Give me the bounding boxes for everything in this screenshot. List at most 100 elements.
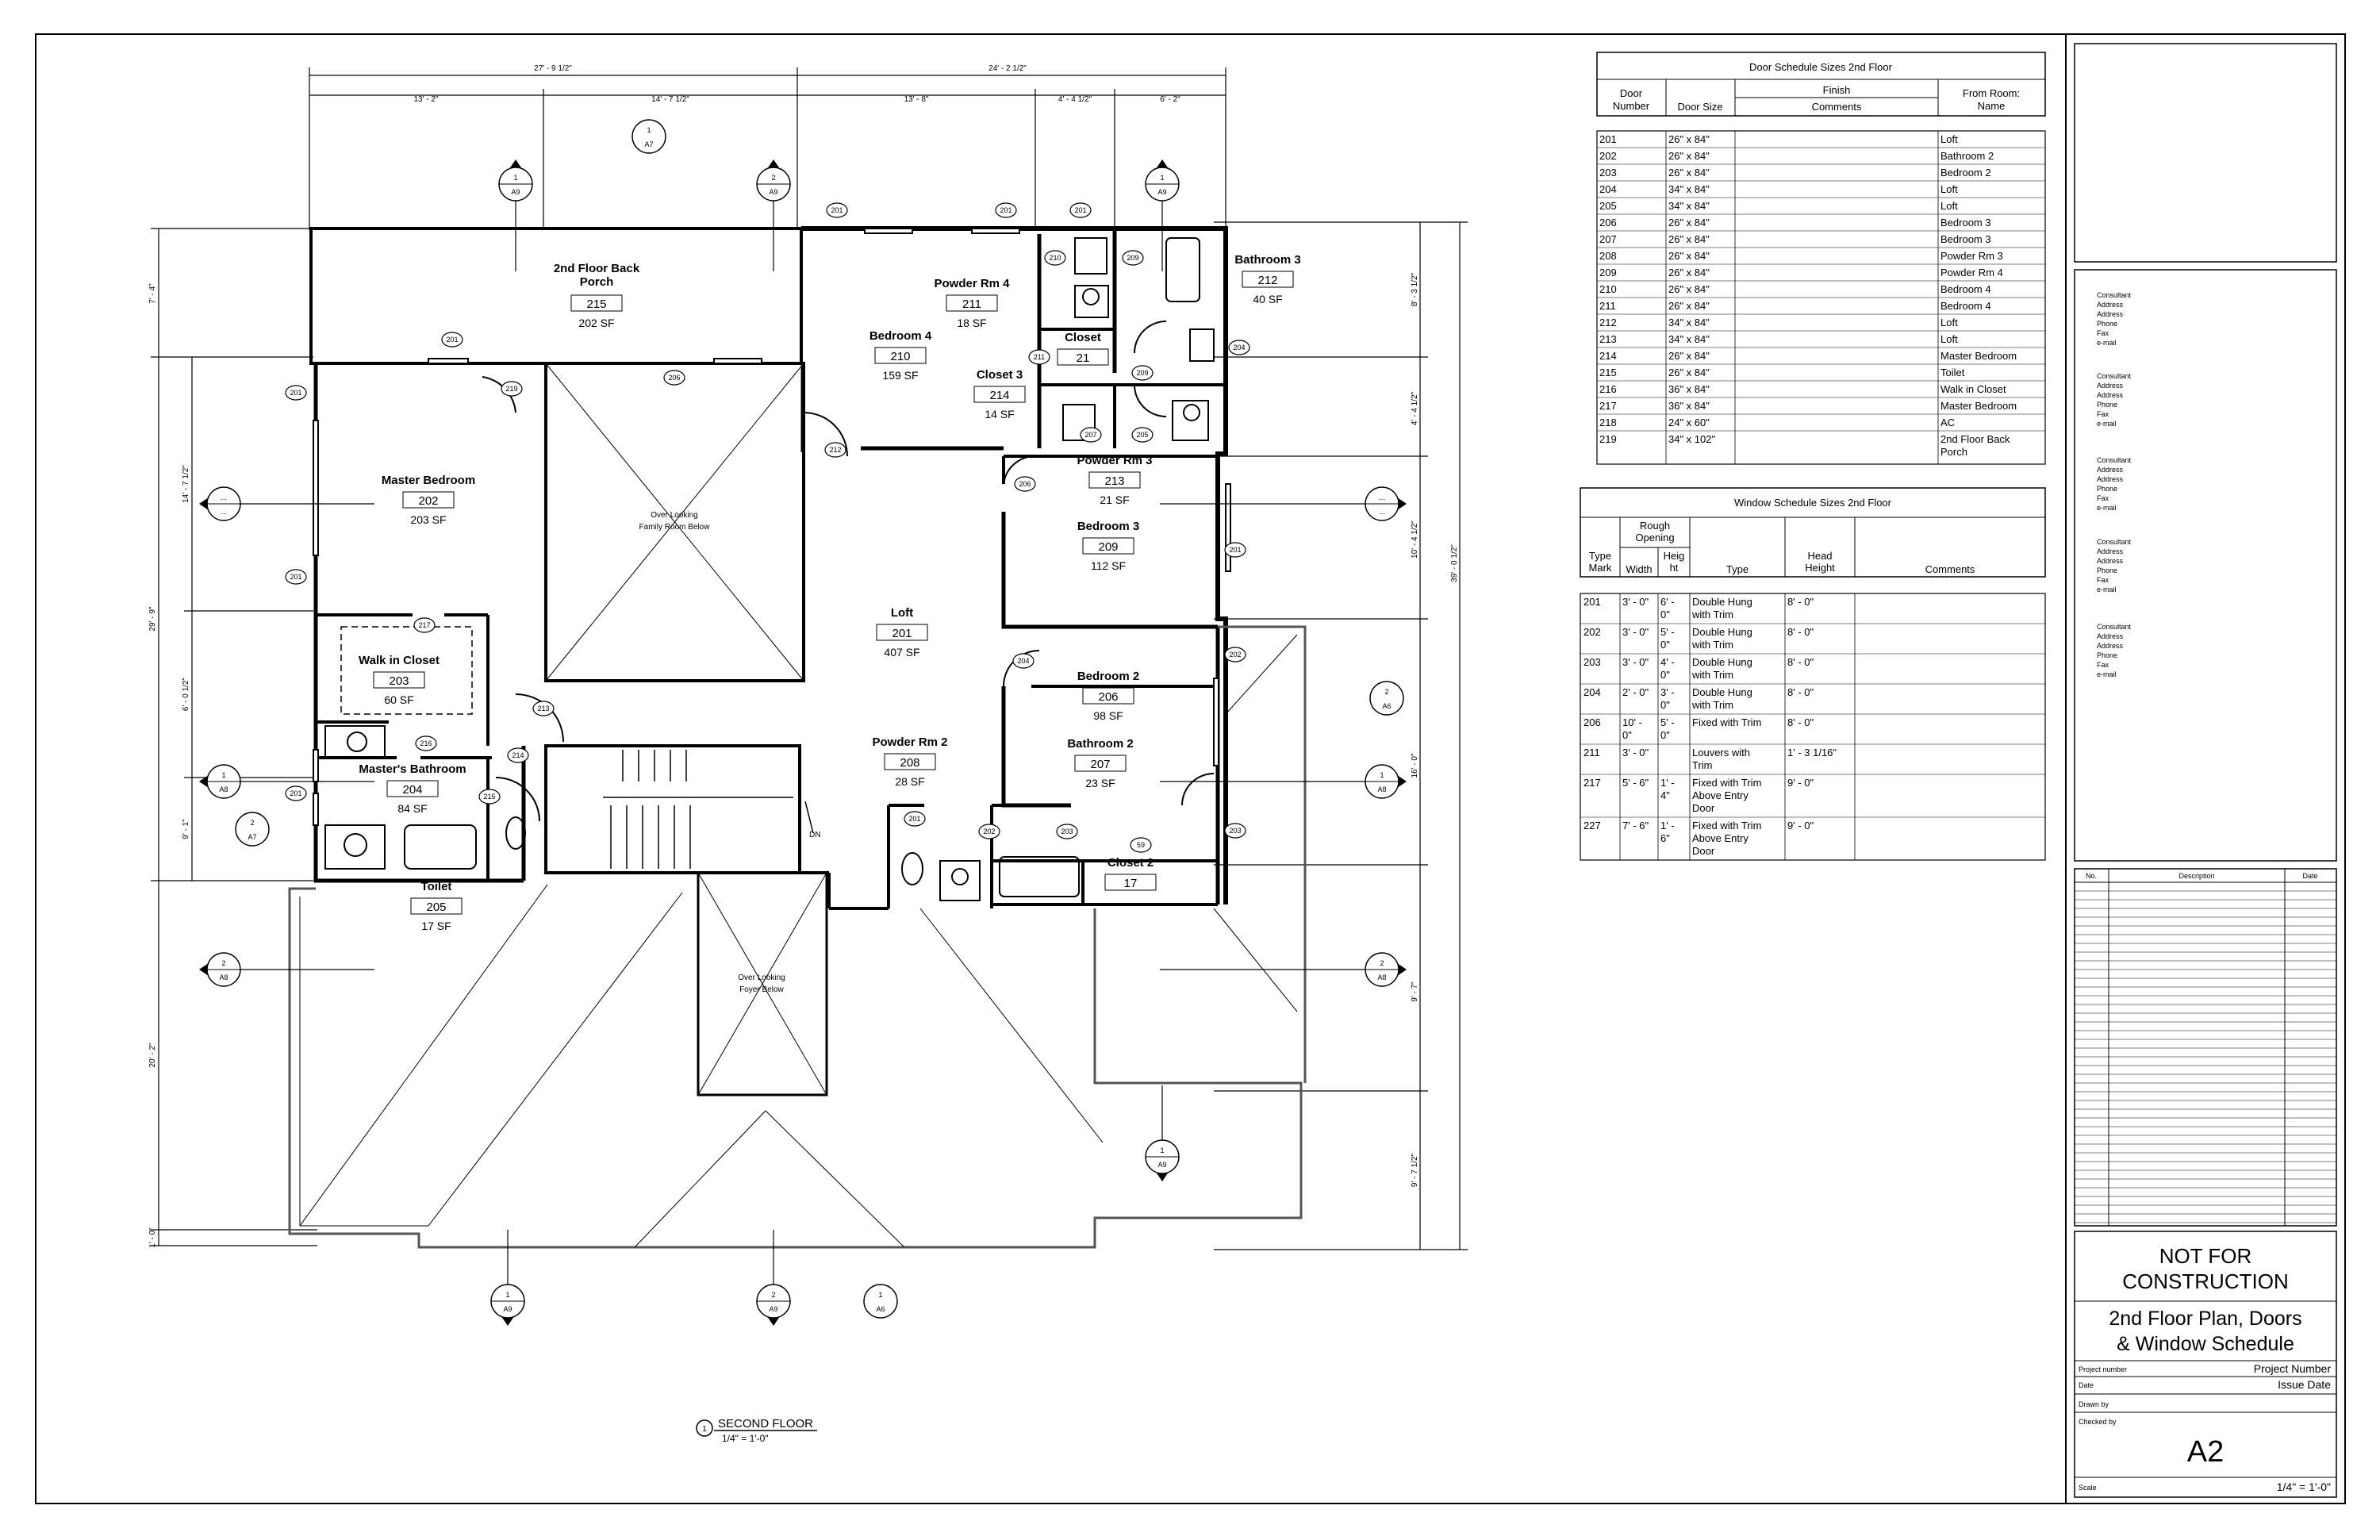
dim-top-1: 27' - 9 1/2": [534, 64, 572, 73]
win-header-type: Type: [1726, 563, 1749, 575]
svg-text:Loft: Loft: [1940, 133, 1958, 145]
svg-text:Loft: Loft: [1940, 200, 1958, 212]
section-marker: 1A6: [863, 1284, 898, 1319]
svg-text:217: 217: [1599, 400, 1617, 412]
tag-201: 201: [1224, 542, 1246, 558]
svg-text:36" x 84": 36" x 84": [1668, 383, 1710, 395]
svg-text:219: 219: [1599, 433, 1617, 445]
svg-text:2: 2: [221, 959, 225, 967]
svg-text:...: ...: [1379, 493, 1385, 501]
svg-text:Consultant: Consultant: [2097, 538, 2132, 546]
svg-text:26" x 84": 26" x 84": [1668, 267, 1710, 278]
svg-text:203: 203: [1061, 828, 1073, 835]
door-header-number-2: Number: [1613, 100, 1650, 112]
tag-209: 209: [1122, 250, 1144, 266]
date-label: Date: [2079, 1381, 2094, 1389]
svg-text:217: 217: [418, 621, 430, 629]
room-number: 205: [426, 901, 446, 914]
svg-text:211: 211: [1599, 300, 1616, 312]
tag-215: 215: [478, 789, 501, 805]
section-marker: 1A9: [1145, 1085, 1180, 1181]
room-area: 84 SF: [397, 802, 427, 815]
room-name: Powder Rm 3: [1077, 454, 1152, 467]
tag-214: 214: [507, 747, 529, 763]
svg-text:203: 203: [1583, 656, 1601, 668]
svg-text:206: 206: [668, 374, 680, 382]
svg-text:201: 201: [831, 206, 843, 214]
tag-211: 211: [1028, 349, 1050, 365]
svg-text:Door: Door: [1692, 845, 1715, 857]
svg-text:217: 217: [1583, 777, 1601, 789]
svg-text:202: 202: [1599, 150, 1617, 162]
svg-text:Trim: Trim: [1692, 759, 1713, 771]
svg-text:...: ...: [1379, 508, 1385, 516]
svg-text:with Trim: with Trim: [1691, 609, 1733, 620]
svg-text:Address: Address: [2097, 382, 2124, 390]
svg-text:2: 2: [250, 819, 254, 827]
room-number: 201: [892, 627, 912, 640]
svg-text:204: 204: [1017, 657, 1029, 665]
section-marker: 1A8: [199, 764, 374, 799]
svg-text:8' - 0": 8' - 0": [1787, 626, 1814, 638]
svg-text:208: 208: [1599, 250, 1617, 262]
svg-text:Fixed with Trim: Fixed with Trim: [1692, 820, 1761, 831]
section-marker: 2A8: [1160, 952, 1407, 987]
svg-text:...: ...: [221, 493, 227, 501]
scale-label: Scale: [2079, 1484, 2097, 1492]
dim-right-4: 39' - 0 1/2": [1450, 544, 1459, 582]
svg-text:209: 209: [1599, 267, 1617, 278]
sheet-title-2: & Window Schedule: [2117, 1333, 2294, 1355]
room-number: 203: [389, 674, 409, 688]
svg-text:201: 201: [908, 815, 920, 823]
room-name: Powder Rm 2: [872, 735, 947, 749]
svg-text:Address: Address: [2097, 547, 2124, 555]
view-number: 1: [702, 1425, 707, 1434]
room-number: 208: [900, 756, 919, 770]
svg-text:Toilet: Toilet: [1940, 367, 1965, 378]
svg-text:212: 212: [829, 446, 841, 454]
sheet-number: A2: [2187, 1435, 2224, 1469]
svg-text:3' - 0": 3' - 0": [1622, 596, 1649, 608]
svg-text:204: 204: [1583, 686, 1601, 698]
svg-text:Double Hung: Double Hung: [1692, 626, 1752, 638]
room-name: Master Bedroom: [382, 474, 475, 487]
room-name: Powder Rm 4: [934, 277, 1010, 290]
svg-text:213: 213: [537, 705, 549, 712]
win-header-rough-1: Rough: [1640, 520, 1670, 532]
room-area: 21 SF: [1100, 493, 1129, 506]
svg-text:A6: A6: [1382, 702, 1391, 710]
svg-text:Address: Address: [2097, 391, 2124, 399]
door-header-finish: Finish: [1823, 84, 1851, 96]
svg-text:Phone: Phone: [2097, 485, 2117, 493]
svg-text:1' - 3 1/16": 1' - 3 1/16": [1787, 747, 1837, 758]
room-name: Bathroom 3: [1234, 253, 1300, 267]
tag-210: 210: [1044, 250, 1066, 266]
svg-text:Phone: Phone: [2097, 566, 2117, 574]
win-header-type-1: Type: [1589, 550, 1611, 562]
dim-left-4: 6' - 0 1/2": [182, 677, 190, 711]
tag-206: 206: [1014, 476, 1036, 492]
room-area: 40 SF: [1253, 293, 1282, 305]
svg-text:Bedroom 4: Bedroom 4: [1940, 283, 1991, 295]
svg-text:Address: Address: [2097, 475, 2124, 483]
svg-text:206: 206: [1599, 217, 1617, 229]
room-number: 214: [989, 389, 1009, 402]
svg-text:1: 1: [1380, 771, 1384, 779]
